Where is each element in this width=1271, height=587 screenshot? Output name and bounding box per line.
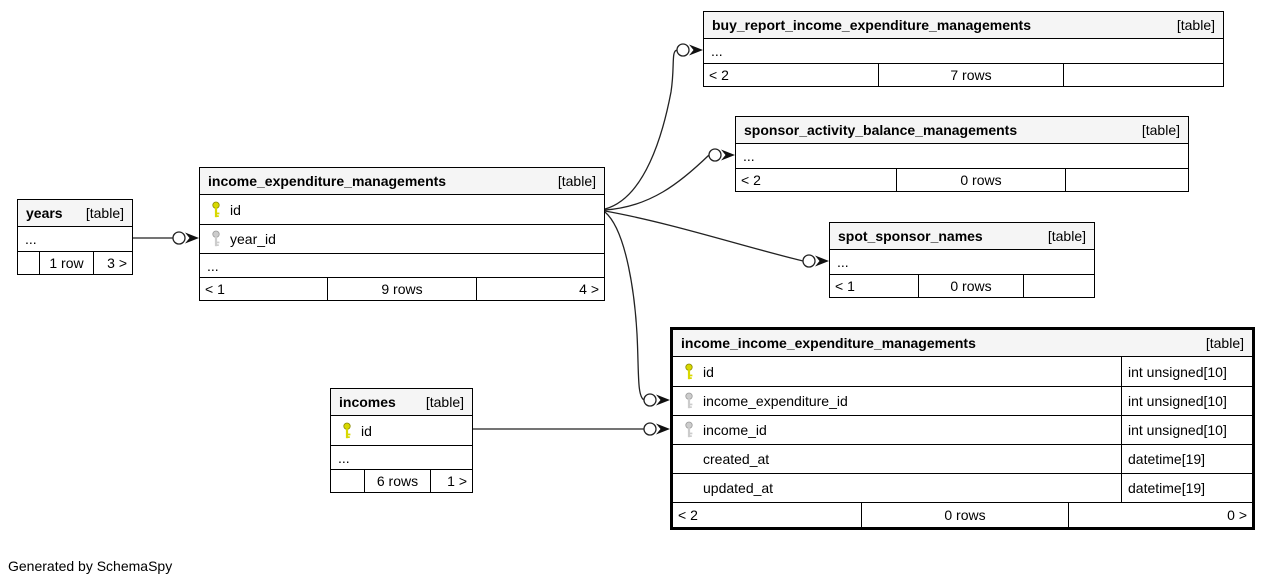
table-header[interactable]: incomes [table] xyxy=(331,389,472,416)
table-stats-footer: 6 rows 1 > xyxy=(331,469,472,492)
column-row-id: id xyxy=(331,416,472,445)
column-row-id: id int unsigned[10] xyxy=(673,357,1252,386)
foreign-key-icon xyxy=(210,230,222,248)
parents-indicator: < 1 xyxy=(205,281,225,297)
column-type: int unsigned[10] xyxy=(1121,387,1252,415)
columns-ellipsis-row: ... xyxy=(711,43,723,59)
column-row-income-id: income_id int unsigned[10] xyxy=(673,415,1252,444)
row-count: 0 rows xyxy=(896,169,1066,191)
table-name[interactable]: sponsor_activity_balance_managements xyxy=(744,122,1018,138)
table-name[interactable]: buy_report_income_expenditure_management… xyxy=(712,17,1031,33)
column-name: income_expenditure_id xyxy=(703,393,848,409)
foreign-key-icon xyxy=(683,421,695,439)
children-indicator: 4 > xyxy=(579,281,599,297)
column-type: int unsigned[10] xyxy=(1121,357,1252,386)
table-stats-footer: < 2 0 rows xyxy=(736,168,1188,191)
column-row-income-expenditure-id: income_expenditure_id int unsigned[10] xyxy=(673,386,1252,415)
row-count: 9 rows xyxy=(327,278,477,300)
table-tag: [table] xyxy=(557,173,596,189)
table-tag: [table] xyxy=(425,394,464,410)
children-indicator: 0 > xyxy=(1227,507,1247,523)
parents-indicator xyxy=(18,252,39,274)
table-header[interactable]: income_income_expenditure_managements [t… xyxy=(673,330,1252,357)
row-count: 0 rows xyxy=(861,503,1069,527)
primary-key-icon xyxy=(683,363,695,381)
foreign-key-icon xyxy=(683,392,695,410)
children-indicator xyxy=(1064,64,1223,86)
column-row-updated-at: updated_at datetime[19] xyxy=(673,473,1252,502)
table-years[interactable]: years [table] ... 1 row 3 > xyxy=(17,199,133,275)
columns-ellipsis-row: ... xyxy=(200,253,604,277)
table-tag: [table] xyxy=(1205,335,1244,351)
column-name: year_id xyxy=(230,231,276,247)
column-type: int unsigned[10] xyxy=(1121,416,1252,444)
table-header[interactable]: buy_report_income_expenditure_management… xyxy=(704,12,1223,39)
edge-iem-to-sponsor-activity xyxy=(604,148,735,211)
table-name[interactable]: years xyxy=(26,205,63,221)
children-indicator: 1 > xyxy=(447,473,467,489)
table-buy-report-income-expenditure-managements[interactable]: buy_report_income_expenditure_management… xyxy=(703,11,1224,87)
column-name: updated_at xyxy=(703,480,774,496)
column-name: id xyxy=(230,201,241,218)
table-name[interactable]: spot_sponsor_names xyxy=(838,228,983,244)
parents-indicator: < 2 xyxy=(709,67,729,83)
columns-ellipsis-row: ... xyxy=(25,231,37,247)
parents-indicator: < 1 xyxy=(835,278,855,294)
columns-ellipsis-row: ... xyxy=(837,254,849,270)
column-name: income_id xyxy=(703,422,767,438)
row-count: 1 row xyxy=(39,252,94,274)
table-income-expenditure-managements[interactable]: income_expenditure_managements [table] i… xyxy=(199,167,605,301)
table-header[interactable]: spot_sponsor_names [table] xyxy=(830,223,1094,250)
columns-ellipsis-row: ... xyxy=(331,445,472,469)
table-tag: [table] xyxy=(85,205,124,221)
primary-key-icon xyxy=(210,201,222,219)
table-name[interactable]: income_expenditure_managements xyxy=(208,173,447,189)
column-name: id xyxy=(703,363,714,380)
table-stats-footer: < 2 0 rows 0 > xyxy=(673,502,1252,527)
table-income-income-expenditure-managements[interactable]: income_income_expenditure_managements [t… xyxy=(670,327,1255,530)
table-stats-footer: 1 row 3 > xyxy=(18,251,132,274)
children-indicator xyxy=(1066,169,1188,191)
table-stats-footer: < 2 7 rows xyxy=(704,63,1223,86)
table-stats-footer: < 1 0 rows xyxy=(830,274,1094,297)
column-row-year-id: year_id xyxy=(200,224,604,253)
parents-indicator: < 2 xyxy=(741,172,761,188)
table-spot-sponsor-names[interactable]: spot_sponsor_names [table] ... < 1 0 row… xyxy=(829,222,1095,298)
table-sponsor-activity-balance-managements[interactable]: sponsor_activity_balance_managements [ta… xyxy=(735,116,1189,192)
column-row-created-at: created_at datetime[19] xyxy=(673,444,1252,473)
parents-indicator: < 2 xyxy=(678,507,698,523)
table-name[interactable]: incomes xyxy=(339,394,396,410)
table-name[interactable]: income_income_expenditure_managements xyxy=(681,335,976,351)
children-indicator: 3 > xyxy=(107,255,127,271)
column-name: created_at xyxy=(703,451,770,467)
table-incomes[interactable]: incomes [table] id ... 6 rows 1 > xyxy=(330,388,473,493)
table-tag: [table] xyxy=(1141,122,1180,138)
column-row-id: id xyxy=(200,195,604,224)
row-count: 6 rows xyxy=(364,470,431,492)
edge-iem-to-income-iem xyxy=(604,211,670,407)
table-tag: [table] xyxy=(1047,228,1086,244)
table-header[interactable]: sponsor_activity_balance_managements [ta… xyxy=(736,117,1188,144)
table-header[interactable]: income_expenditure_managements [table] xyxy=(200,168,604,195)
column-name: id xyxy=(361,422,372,439)
table-tag: [table] xyxy=(1176,17,1215,33)
row-count: 0 rows xyxy=(918,275,1024,297)
edge-years-to-income-expenditure-managements xyxy=(133,231,199,245)
table-stats-footer: < 1 9 rows 4 > xyxy=(200,277,604,300)
edge-iem-to-spot-sponsor-names xyxy=(604,210,829,268)
parents-indicator xyxy=(331,470,364,492)
column-type: datetime[19] xyxy=(1121,445,1252,473)
column-type: datetime[19] xyxy=(1121,474,1252,502)
edge-iem-to-buy-report xyxy=(604,43,703,210)
columns-ellipsis-row: ... xyxy=(743,148,755,164)
table-header[interactable]: years [table] xyxy=(18,200,132,227)
primary-key-icon xyxy=(341,422,353,440)
row-count: 7 rows xyxy=(878,64,1064,86)
children-indicator xyxy=(1024,275,1094,297)
edge-incomes-to-income-iem xyxy=(473,422,670,436)
generated-by-note: Generated by SchemaSpy xyxy=(8,558,173,574)
